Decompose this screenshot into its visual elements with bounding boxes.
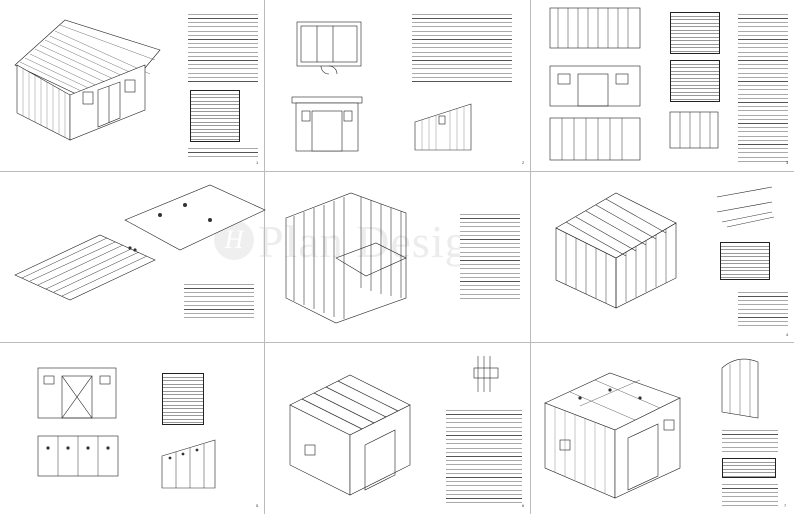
page-number: 6	[522, 503, 525, 508]
page-number: 7	[784, 503, 787, 508]
top-view-plan	[296, 21, 362, 75]
roof-rafters-isometric	[289, 374, 411, 496]
small-wall-frame	[669, 111, 719, 149]
page-number: 1	[256, 160, 259, 165]
page-number: 4	[786, 332, 789, 337]
front-elevation-drawing	[291, 96, 363, 152]
intro-text-block	[188, 12, 258, 82]
wall-framing-isometric	[285, 192, 407, 324]
divider-v1	[264, 0, 265, 514]
small-shed-drawing	[721, 358, 759, 419]
side-siding-drawing	[161, 439, 216, 489]
divider-h2	[0, 342, 794, 343]
watermark-logo: H	[214, 220, 254, 260]
framing-text-block	[738, 12, 788, 162]
framing-cut-list-table-2	[670, 60, 720, 102]
side-elevation-drawing	[414, 103, 472, 151]
shed-isometric-drawing	[14, 19, 161, 141]
page-number: 2	[522, 160, 525, 165]
divider-v2	[530, 0, 531, 514]
floor-text-block	[184, 282, 254, 322]
divider-h1	[0, 171, 794, 172]
door-framing-drawing	[37, 367, 119, 477]
rafter-cut-table	[720, 242, 770, 280]
watermark-text: Plan Design	[258, 216, 493, 267]
siding-cut-table	[162, 373, 204, 425]
material-list-table	[722, 458, 776, 478]
finished-shed-drawing	[544, 372, 681, 499]
rafter-detail-drawing	[716, 186, 775, 228]
finished-text-block	[722, 428, 778, 452]
wall-framing-drawings	[549, 7, 641, 161]
page-number: 5	[256, 503, 259, 508]
roof-text-block	[446, 408, 522, 503]
rafter-text-block	[738, 290, 788, 330]
roof-framing-isometric	[555, 192, 677, 309]
trim-detail-drawing	[473, 356, 499, 392]
materials-text-block	[412, 12, 512, 84]
floor-framing-drawing	[14, 184, 266, 301]
page-number: 3	[786, 160, 789, 165]
wall-framing-text	[460, 212, 520, 302]
intro-material-table	[190, 90, 240, 142]
material-notes	[722, 482, 778, 506]
intro-notes	[188, 146, 258, 158]
framing-cut-list-table	[670, 12, 720, 54]
